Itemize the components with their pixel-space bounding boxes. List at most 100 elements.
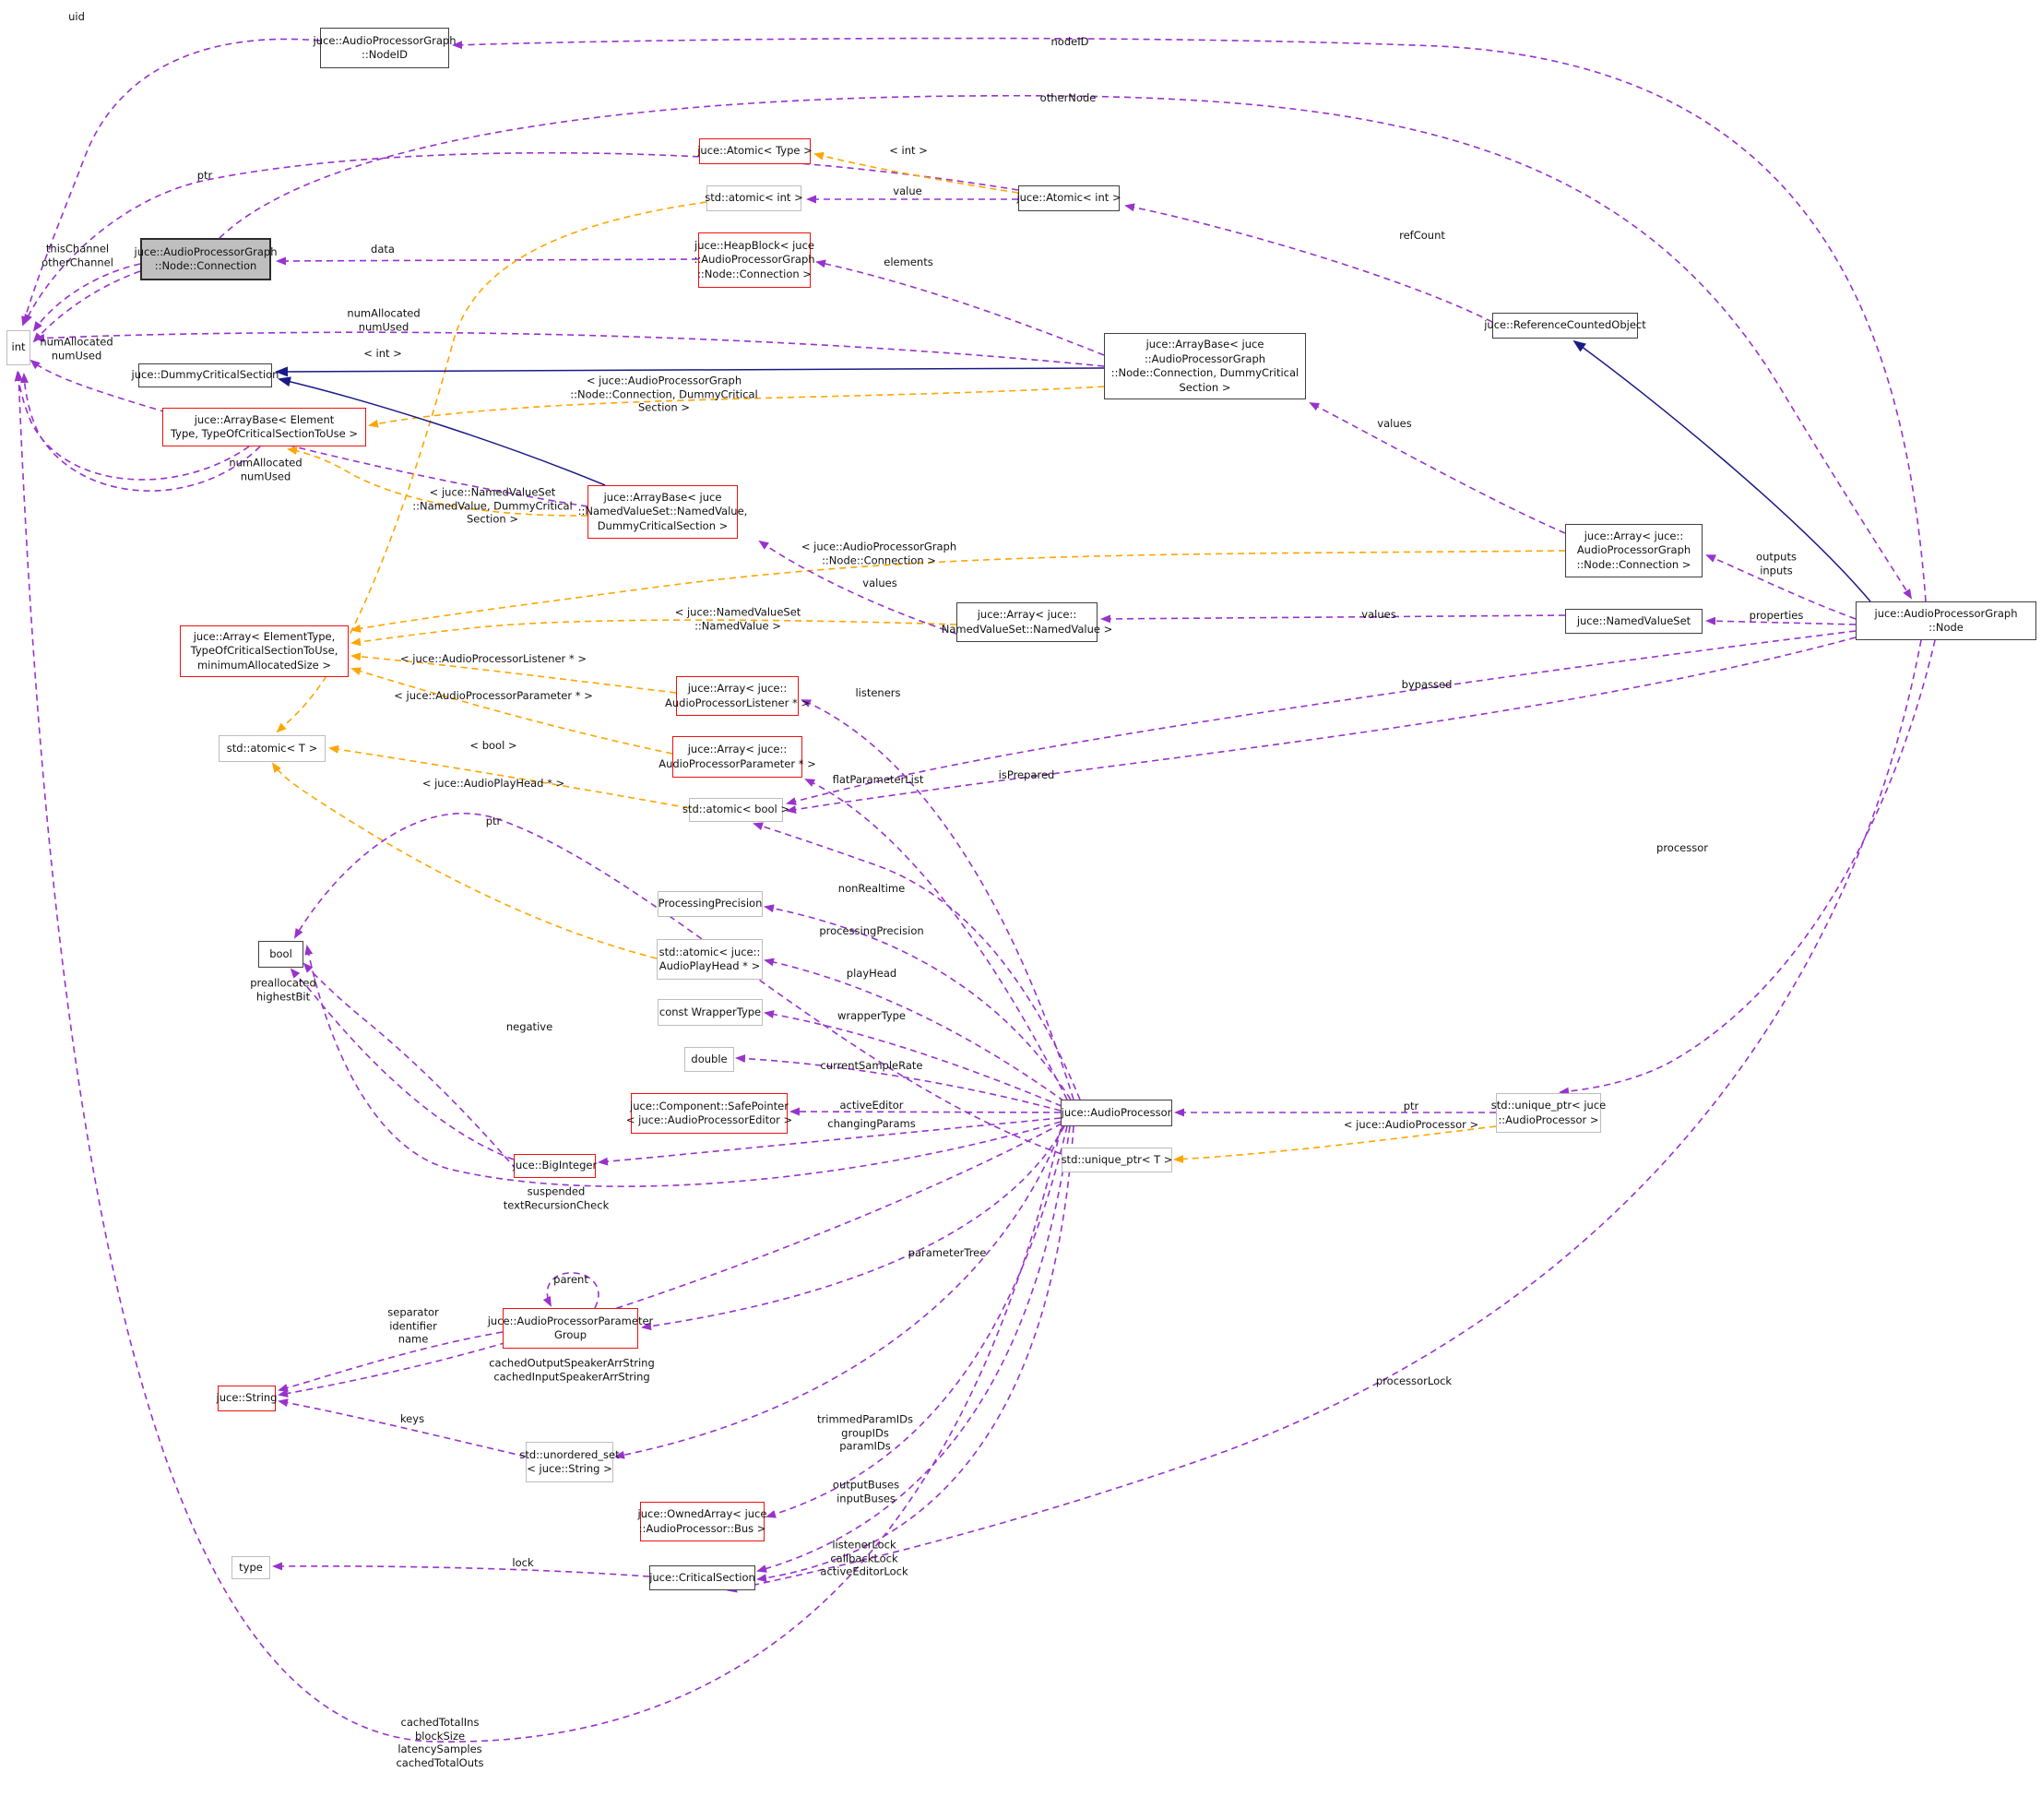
class-node-label: std::atomic< int > (705, 191, 803, 205)
edge-label-thischannel: thisChannel otherChannel (42, 242, 113, 269)
edge-flatParameterList (804, 779, 1068, 1100)
class-node-node[interactable]: juce::AudioProcessorGraph::Node (1856, 601, 2036, 640)
class-node-label: ::Node::Connection > (1576, 557, 1691, 571)
edge-label-separator: separator identifier name (387, 1305, 439, 1346)
edge-bypassed (786, 630, 1857, 805)
edge-label-bypassed: bypassed (1401, 677, 1453, 691)
class-node-heapblock[interactable]: juce::HeapBlock< juce::AudioProcessorGra… (694, 232, 815, 288)
class-node-processing-precision[interactable]: ProcessingPrecision (658, 891, 763, 917)
edge-separator-identifier-name (278, 1331, 504, 1392)
class-node-label: ::Node::Connection, DummyCritical (1110, 366, 1299, 379)
class-node-label: juce::ArrayBase< Element (194, 412, 335, 426)
class-node-label: DummyCriticalSection > (597, 518, 729, 532)
class-node-array-listener[interactable]: juce::Array< juce::AudioProcessorListene… (665, 676, 810, 716)
class-node-arraybase-namedvalue[interactable]: juce::ArrayBase< juce::NamedValueSet::Na… (578, 485, 747, 539)
edge-label-lock: lock (512, 1555, 534, 1569)
edge-label-cachedspeaker: cachedOutputSpeakerArrString cachedInput… (489, 1356, 655, 1384)
class-node-label: ::Node::Connection (154, 259, 257, 272)
class-node-atomic-type[interactable]: juce::Atomic< Type > (697, 138, 813, 164)
edge-playHead (764, 958, 1065, 1102)
edge-lock (272, 1562, 650, 1577)
class-node-unique-ptr-audioprocessor[interactable]: std::unique_ptr< juce::AudioProcessor > (1491, 1093, 1606, 1133)
class-node-array-namedvalue[interactable]: juce::Array< juce::NamedValueSet::NamedV… (942, 602, 1112, 642)
class-node-critical-section[interactable]: juce::CriticalSection (649, 1565, 755, 1590)
edge-refCount (1124, 203, 1493, 323)
class-node-owned-array[interactable]: juce::OwnedArray< juce::AudioProcessor::… (638, 1502, 766, 1541)
class-node-label: Group (553, 1328, 587, 1341)
class-node-atomic-int[interactable]: juce::Atomic< int > (1016, 185, 1121, 211)
class-node-label: juce::Component::SafePointer (630, 1099, 789, 1112)
class-node-std-atomic-int[interactable]: std::atomic< int > (705, 185, 803, 211)
edge-label-int-top: < int > (889, 143, 928, 157)
class-node-arraybase-connection[interactable]: juce::ArrayBase< juce::AudioProcessorGra… (1104, 333, 1306, 399)
class-node-named-value-set[interactable]: juce::NamedValueSet (1565, 609, 1703, 634)
class-node-type[interactable]: type (231, 1556, 270, 1579)
class-node-big-integer[interactable]: juce::BigInteger (513, 1154, 597, 1178)
class-node-label: juce::Array< ElementType, (193, 629, 336, 643)
edge-numAllocated-elem-a (14, 371, 250, 481)
class-node-label: ::AudioProcessor::Bus > (638, 1521, 766, 1535)
class-node-unique-ptr-t[interactable]: std::unique_ptr< T > (1062, 1148, 1172, 1172)
edge-label-properties: properties (1749, 608, 1804, 622)
class-node-reference-counted-object[interactable]: juce::ReferenceCountedObject (1484, 313, 1646, 339)
edge-otherNode (219, 94, 1913, 600)
class-node-label: type (239, 1560, 263, 1574)
edge-label-ptr-right: ptr (1403, 1099, 1419, 1112)
edge-outputBuses-inputBuses (765, 1125, 1068, 1518)
edge-thisChannel (32, 263, 141, 332)
class-node-bool[interactable]: bool (258, 941, 303, 968)
edge-label-processingprecision: processingPrecision (819, 923, 924, 937)
edge-currentSampleRate (735, 1054, 1062, 1112)
class-node-unordered-set[interactable]: std::unordered_set< juce::String > (519, 1442, 620, 1482)
edge-nodeID (452, 37, 1927, 602)
edge-label-cachedtotalins: cachedTotalIns blockSize latencySamples … (396, 1716, 484, 1769)
class-node-label: juce::AudioProcessorGraph (134, 244, 278, 258)
class-node-nodeid[interactable]: juce::AudioProcessorGraph::NodeID (314, 28, 457, 68)
edge-tmpl-int-top (813, 151, 1019, 194)
class-node-std-atomic-playhead[interactable]: std::atomic< juce::AudioPlayHead * > (657, 939, 763, 980)
edge-label-tmpl-nv: < juce::NamedValueSet ::NamedValue > (674, 605, 801, 633)
class-node-label: const WrapperType (659, 1005, 762, 1018)
edge-label-processor: processor (1656, 840, 1708, 854)
class-node-label: juce::String (216, 1391, 278, 1405)
edge-ptr-top (24, 151, 1019, 325)
edge-label-outputs: outputs inputs (1756, 550, 1797, 577)
edge-label-ptr-top: ptr (196, 168, 213, 182)
class-node-label: juce::CriticalSection (649, 1570, 755, 1584)
class-node-string[interactable]: juce::String (216, 1386, 278, 1411)
edge-label-wrappertype: wrapperType (837, 1008, 906, 1022)
edge-trimmedParamIDs (614, 1125, 1063, 1459)
class-node-array-parameter[interactable]: juce::Array< juce::AudioProcessorParamet… (659, 736, 816, 778)
edge-label-activeeditor: activeEditor (839, 1098, 904, 1112)
class-node-connection[interactable]: juce::AudioProcessorGraph::Node::Connect… (135, 238, 278, 280)
class-node-label: juce::AudioProcessorParameter (487, 1314, 654, 1327)
class-node-label: < juce::String > (527, 1462, 612, 1475)
class-node-label: ProcessingPrecision (658, 897, 763, 910)
edge-preallocated-highestBit (290, 968, 515, 1160)
class-node-audio-processor[interactable]: juce::AudioProcessor (1061, 1100, 1172, 1126)
class-node-safe-pointer[interactable]: juce::Component::SafePointer< juce::Audi… (626, 1093, 792, 1134)
class-node-label: juce::Array< juce:: (687, 682, 788, 695)
edge-label-preallocated: preallocated highestBit (250, 976, 316, 1004)
class-node-array-element[interactable]: juce::Array< ElementType,TypeOfCriticalS… (180, 625, 349, 677)
class-node-dummy-critical-section[interactable]: juce::DummyCriticalSection (132, 363, 279, 387)
edge-processor (1559, 639, 1936, 1096)
edge-nonRealtime (753, 822, 1081, 1100)
edge-label-negative: negative (505, 1019, 553, 1033)
edge-tmpl-arraybase-namedvalue (287, 446, 588, 517)
class-node-std-atomic-bool[interactable]: std::atomic< bool > (682, 798, 789, 822)
edge-numAllocated-left (30, 359, 588, 507)
class-node-const-wrapper-type[interactable]: const WrapperType (658, 999, 763, 1026)
class-node-double[interactable]: double (684, 1047, 734, 1072)
class-node-array-connection[interactable]: juce::Array< juce::AudioProcessorGraph::… (1565, 524, 1703, 577)
edge-label-values-2: values (1377, 416, 1412, 430)
edge-elements (815, 259, 1105, 356)
class-node-label: juce::Atomic< int > (1016, 191, 1121, 205)
class-node-label: juce::ArrayBase< juce (603, 490, 722, 504)
class-node-int[interactable]: int (6, 330, 30, 365)
edge-parent-selfloop (542, 1272, 599, 1309)
class-node-std-atomic-t[interactable]: std::atomic< T > (219, 735, 326, 762)
